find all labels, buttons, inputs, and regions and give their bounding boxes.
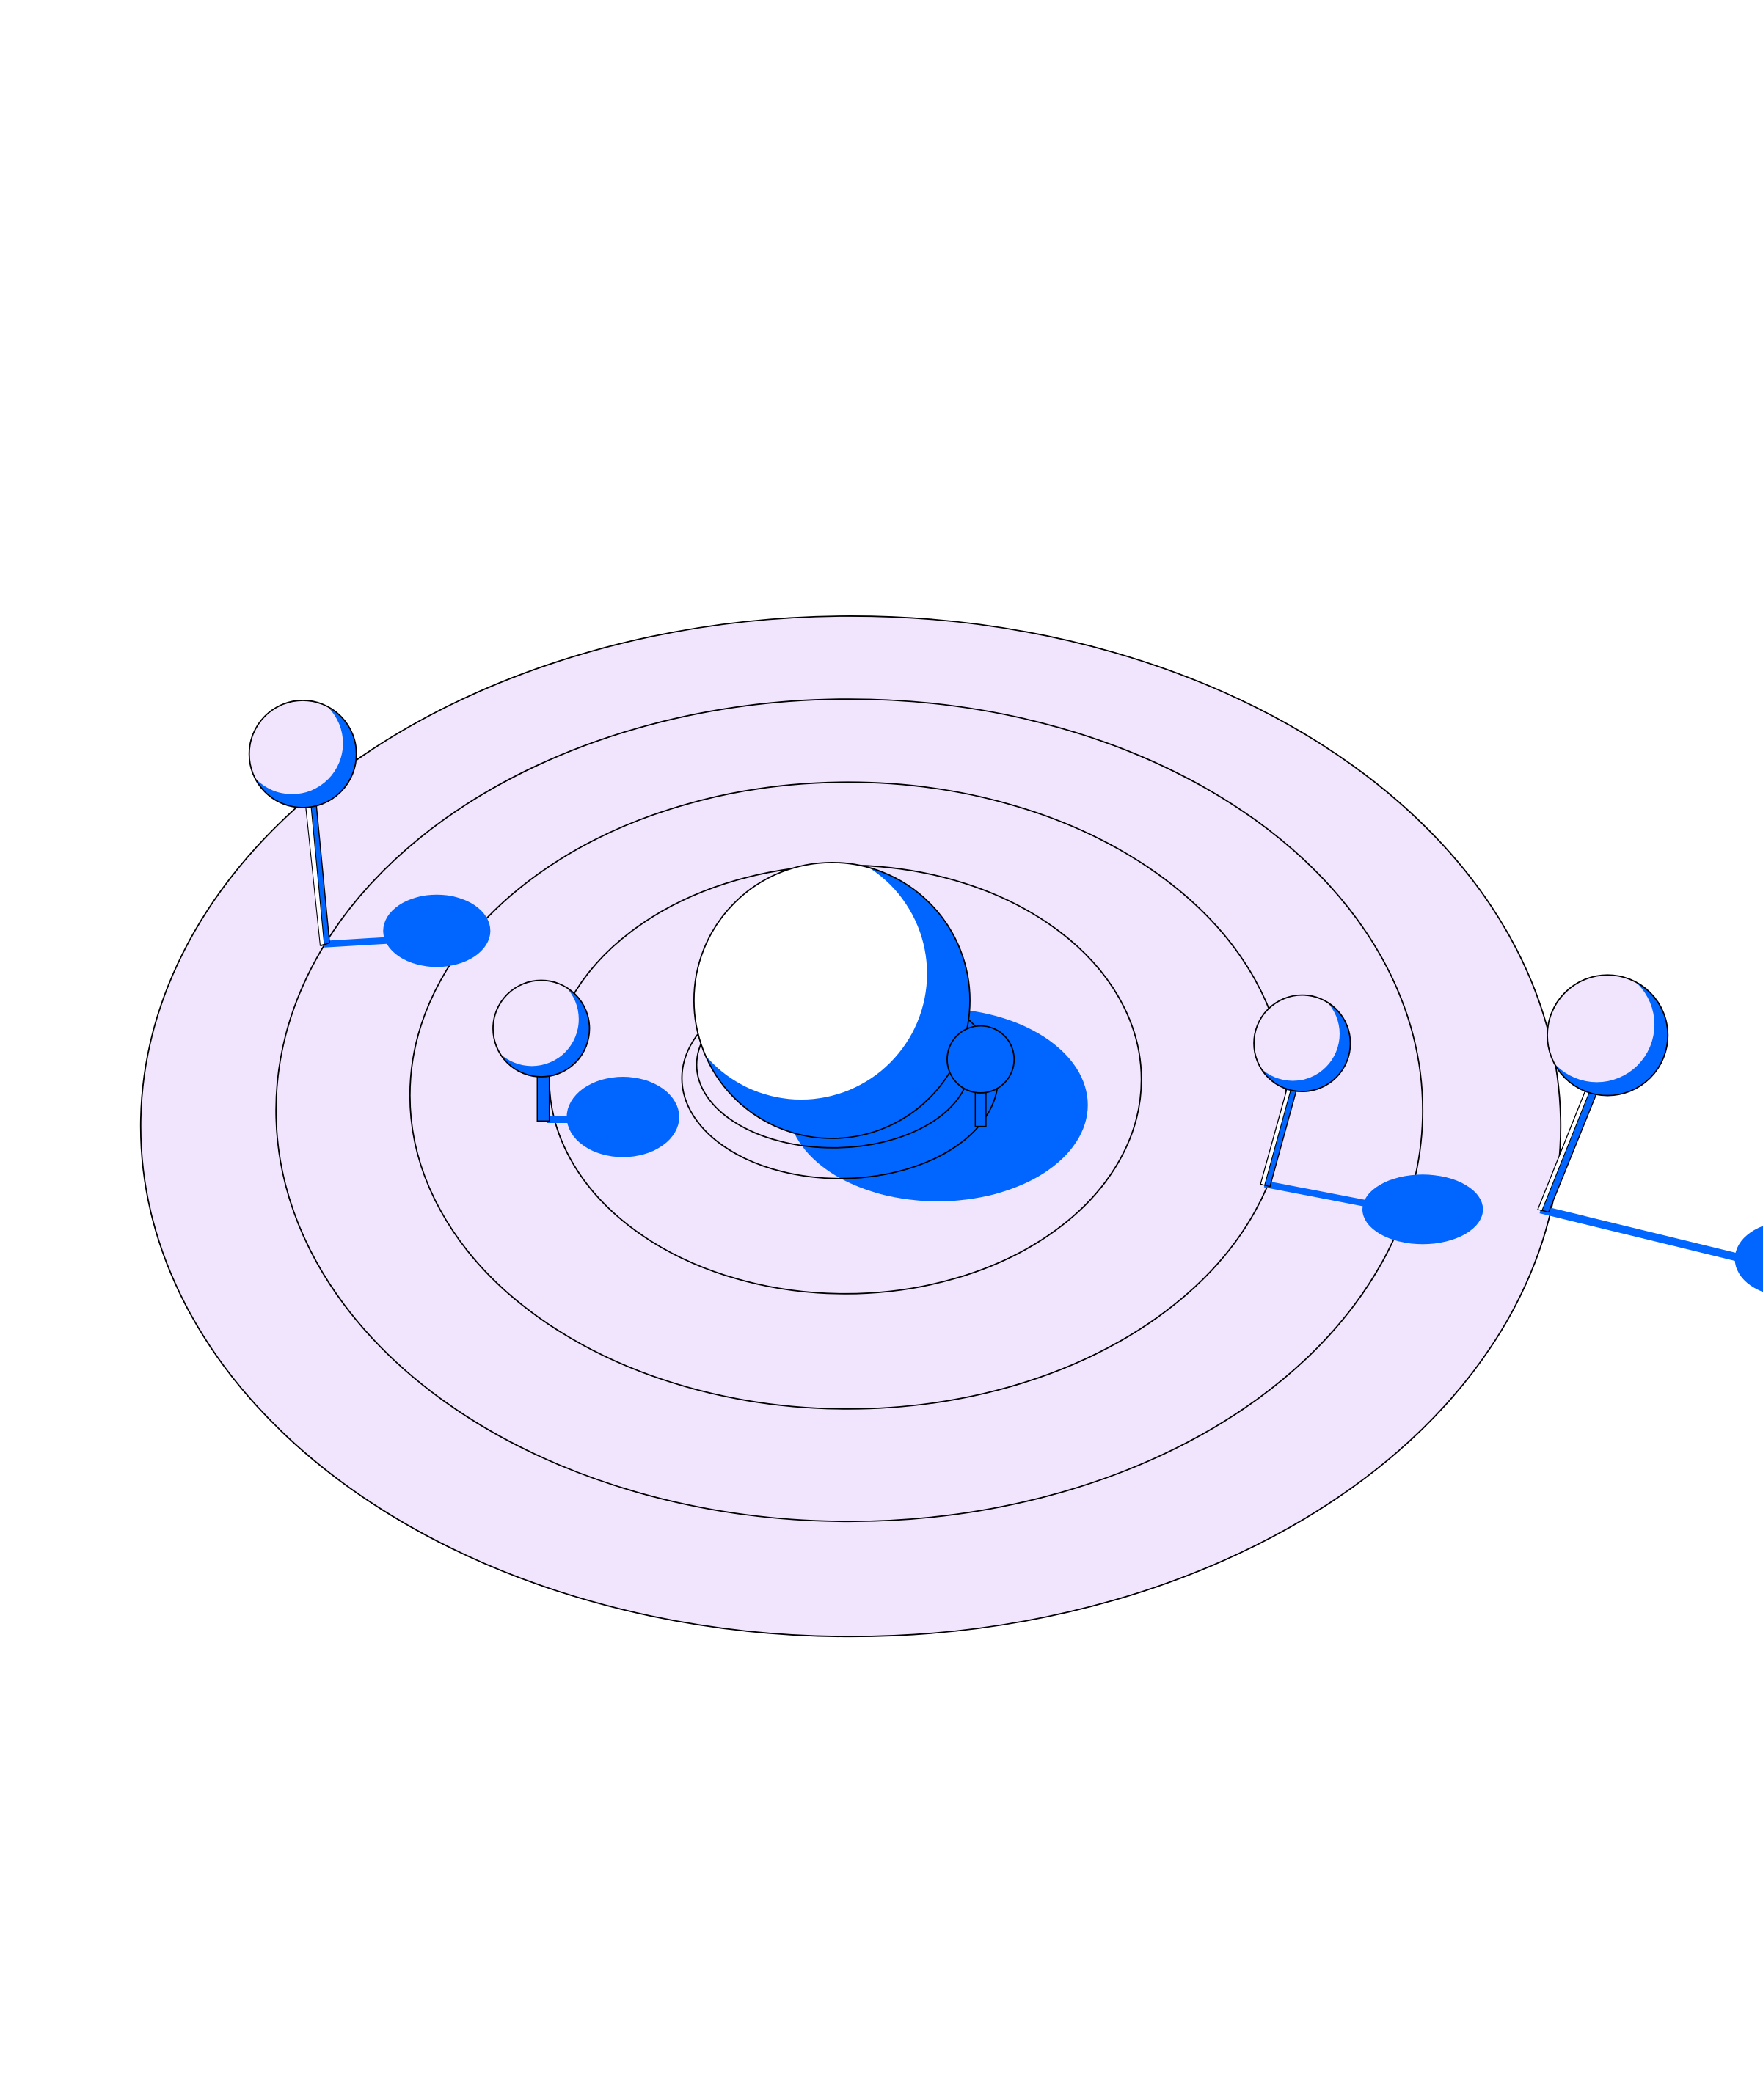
planet-3 <box>1253 994 1483 1245</box>
orbit-ring-3 <box>275 698 1424 1523</box>
planet-2 <box>492 979 679 1157</box>
planet-3-shadow <box>1362 1174 1483 1245</box>
sun <box>693 861 971 1139</box>
planet-2-shadow <box>566 1077 679 1157</box>
planet-1 <box>248 700 491 967</box>
planet-4 <box>1537 974 1763 1292</box>
inner-planet <box>946 1025 1015 1127</box>
planet-1-shadow <box>383 894 491 967</box>
